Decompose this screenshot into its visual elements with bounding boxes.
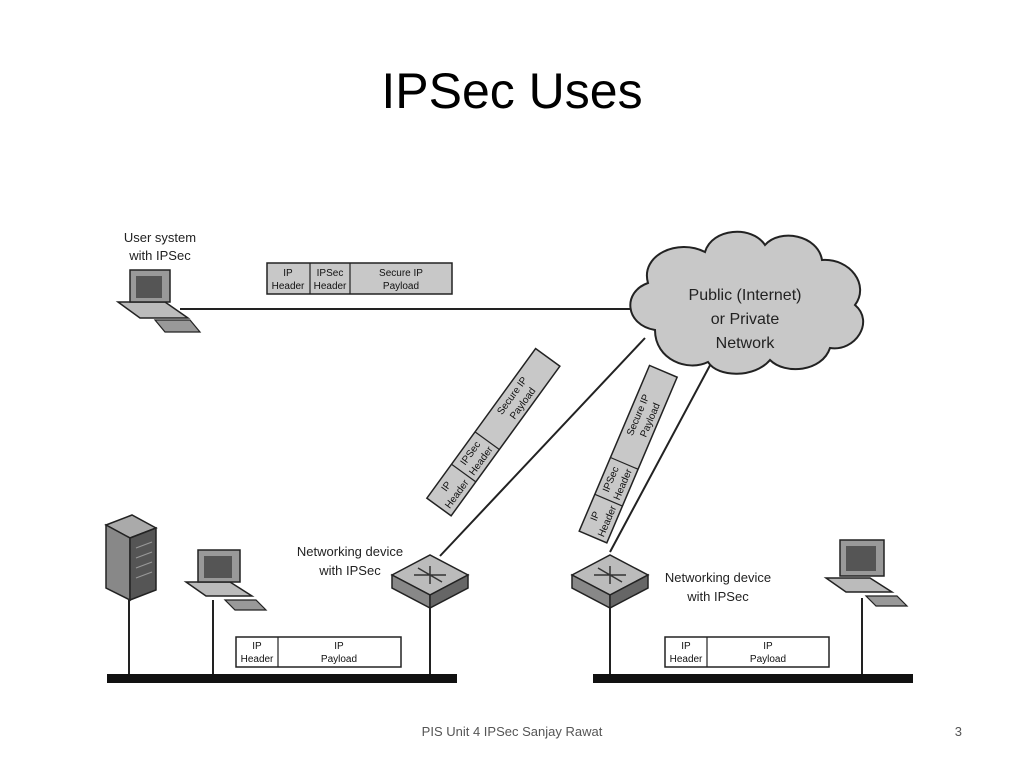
server-tower-icon: [104, 514, 158, 602]
packet-payload-label: Secure IP: [379, 268, 423, 279]
packet-payload-label: IP: [763, 641, 773, 652]
packet-secure-top: IP Header IPSec Header Secure IP Payload: [266, 262, 453, 295]
packet-ip-header-label: IP: [252, 641, 262, 652]
cloud-label-line-1: Public (Internet): [689, 287, 802, 304]
network-cloud: Public (Internet) or Private Network: [629, 230, 865, 375]
packet-plain-right: IP Header IP Payload: [664, 636, 830, 668]
link-left-device-to-cloud: [439, 337, 646, 557]
user-system-label-line-1: User system: [124, 230, 196, 245]
packet-ip-header-label: Header: [272, 281, 305, 292]
packet-ipsec-header-label: Header: [314, 281, 347, 292]
packet-ip-header-label: IP: [283, 268, 293, 279]
user-computer-icon: [115, 269, 202, 333]
workstation-left-icon: [183, 549, 268, 611]
packet-payload-label: Payload: [321, 654, 357, 665]
packet-payload-label: IP: [334, 641, 344, 652]
packet-ip-header-label: IP: [681, 641, 691, 652]
right-device-label-line-2: with IPSec: [686, 589, 749, 604]
right-device-label-line-1: Networking device: [665, 570, 771, 585]
packet-secure-diagonal-left: IP Header IPSec Header Secure IP Payload: [425, 347, 561, 517]
packet-secure-diagonal-right: IP Header IPSec Header Secure IP Payload: [578, 364, 679, 544]
cloud-label-line-2: or Private: [711, 311, 780, 328]
user-system-label-line-2: with IPSec: [128, 248, 191, 263]
packet-ip-header-label: IP: [589, 510, 603, 523]
left-device-label-line-2: with IPSec: [318, 563, 381, 578]
slide-footer: PIS Unit 4 IPSec Sanjay Rawat: [421, 724, 603, 739]
packet-ip-header-label: Header: [241, 654, 274, 665]
lan-bus-right: [593, 674, 913, 683]
packet-ip-header-label: Header: [670, 654, 703, 665]
packet-plain-left: IP Header IP Payload: [235, 636, 402, 668]
page-number: 3: [954, 724, 962, 739]
router-right-icon: [570, 554, 650, 610]
router-left-icon: [390, 554, 470, 610]
left-device-label-line-1: Networking device: [297, 544, 403, 559]
cloud-label-line-3: Network: [716, 335, 776, 352]
link-right-device-to-cloud: [609, 355, 716, 553]
packet-ipsec-header-label: IPSec: [317, 268, 344, 279]
workstation-right-icon: [823, 539, 909, 607]
packet-payload-label: Payload: [383, 281, 419, 292]
slide-title: IPSec Uses: [381, 63, 643, 119]
packet-payload-label: Payload: [750, 654, 786, 665]
lan-bus-left: [107, 674, 457, 683]
